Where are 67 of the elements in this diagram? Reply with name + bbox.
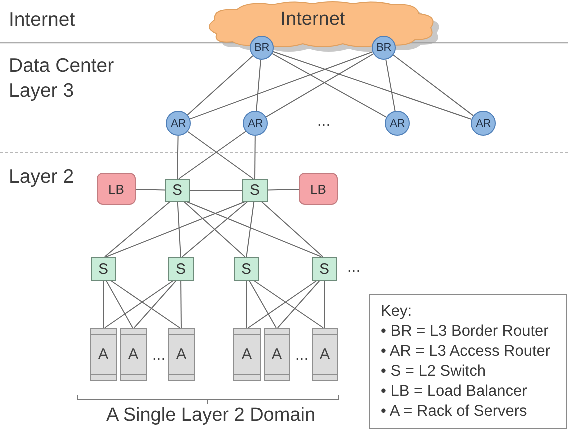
link-line (177, 202, 182, 258)
switch-box: S (168, 257, 194, 281)
key-entry: • A = Rack of Servers (381, 402, 528, 422)
link-line (186, 202, 322, 258)
link-line (104, 280, 174, 328)
link-line (246, 280, 248, 328)
cloud-label: Internet (280, 9, 346, 31)
ellipsis: … (347, 259, 361, 275)
key-entry: • BR = L3 Border Router (381, 322, 549, 342)
link-line (190, 190, 242, 191)
server-rack: A (168, 328, 195, 381)
link-line (248, 280, 318, 328)
link-line (106, 280, 134, 328)
switch-box: S (312, 257, 337, 281)
link-line (180, 280, 182, 328)
router-circle: AR (385, 111, 410, 136)
server-rack: A (233, 328, 261, 381)
server-rack: A (120, 328, 147, 381)
router-circle: AR (471, 111, 496, 136)
link-line (254, 136, 256, 180)
router-circle: AR (243, 111, 268, 136)
server-rack: A (264, 328, 290, 381)
link-line (272, 53, 388, 118)
key-entry: • S = L2 Switch (381, 362, 486, 382)
link-line (104, 202, 171, 258)
link-line (272, 51, 472, 120)
key-heading: Key: (381, 302, 412, 322)
link-line (261, 202, 324, 258)
link-line (386, 59, 396, 112)
link-line (187, 131, 254, 180)
switch-box: S (234, 257, 259, 281)
layer-label: Layer 2 (9, 165, 74, 190)
link-line (177, 136, 179, 180)
link-line (324, 280, 326, 328)
link-line (106, 202, 246, 258)
ellipsis: … (295, 347, 309, 363)
link-line (178, 131, 247, 180)
link-line (136, 188, 166, 191)
link-line (393, 54, 474, 116)
ellipsis: … (317, 113, 331, 129)
link-line (266, 54, 374, 118)
link-line (277, 280, 320, 328)
layer-label: Data Center Layer 3 (9, 54, 116, 104)
router-circle: AR (166, 111, 191, 136)
key-entry: • AR = L3 Access Router (381, 342, 551, 362)
link-line (256, 59, 262, 112)
link-line (110, 280, 180, 328)
link-line (268, 188, 300, 191)
link-line (190, 52, 374, 120)
load-balancer-box: LB (299, 173, 338, 205)
key-entry: • LB = Load Balancer (381, 382, 528, 402)
link-line (246, 202, 255, 258)
key-panel (369, 294, 567, 429)
load-balancer-box: LB (97, 173, 136, 205)
server-rack: A (90, 328, 117, 381)
switch-box: S (242, 179, 268, 202)
link-line (249, 280, 277, 328)
domain-caption: A Single Layer 2 Domain (105, 404, 317, 428)
link-line (254, 280, 324, 328)
server-rack: A (312, 328, 338, 381)
layer-label: Internet (9, 8, 76, 33)
link-line (187, 56, 254, 116)
switch-box: S (91, 257, 116, 281)
link-line (103, 280, 104, 328)
switch-box: S (165, 179, 190, 202)
link-line (134, 280, 177, 328)
ellipsis: … (152, 347, 166, 363)
